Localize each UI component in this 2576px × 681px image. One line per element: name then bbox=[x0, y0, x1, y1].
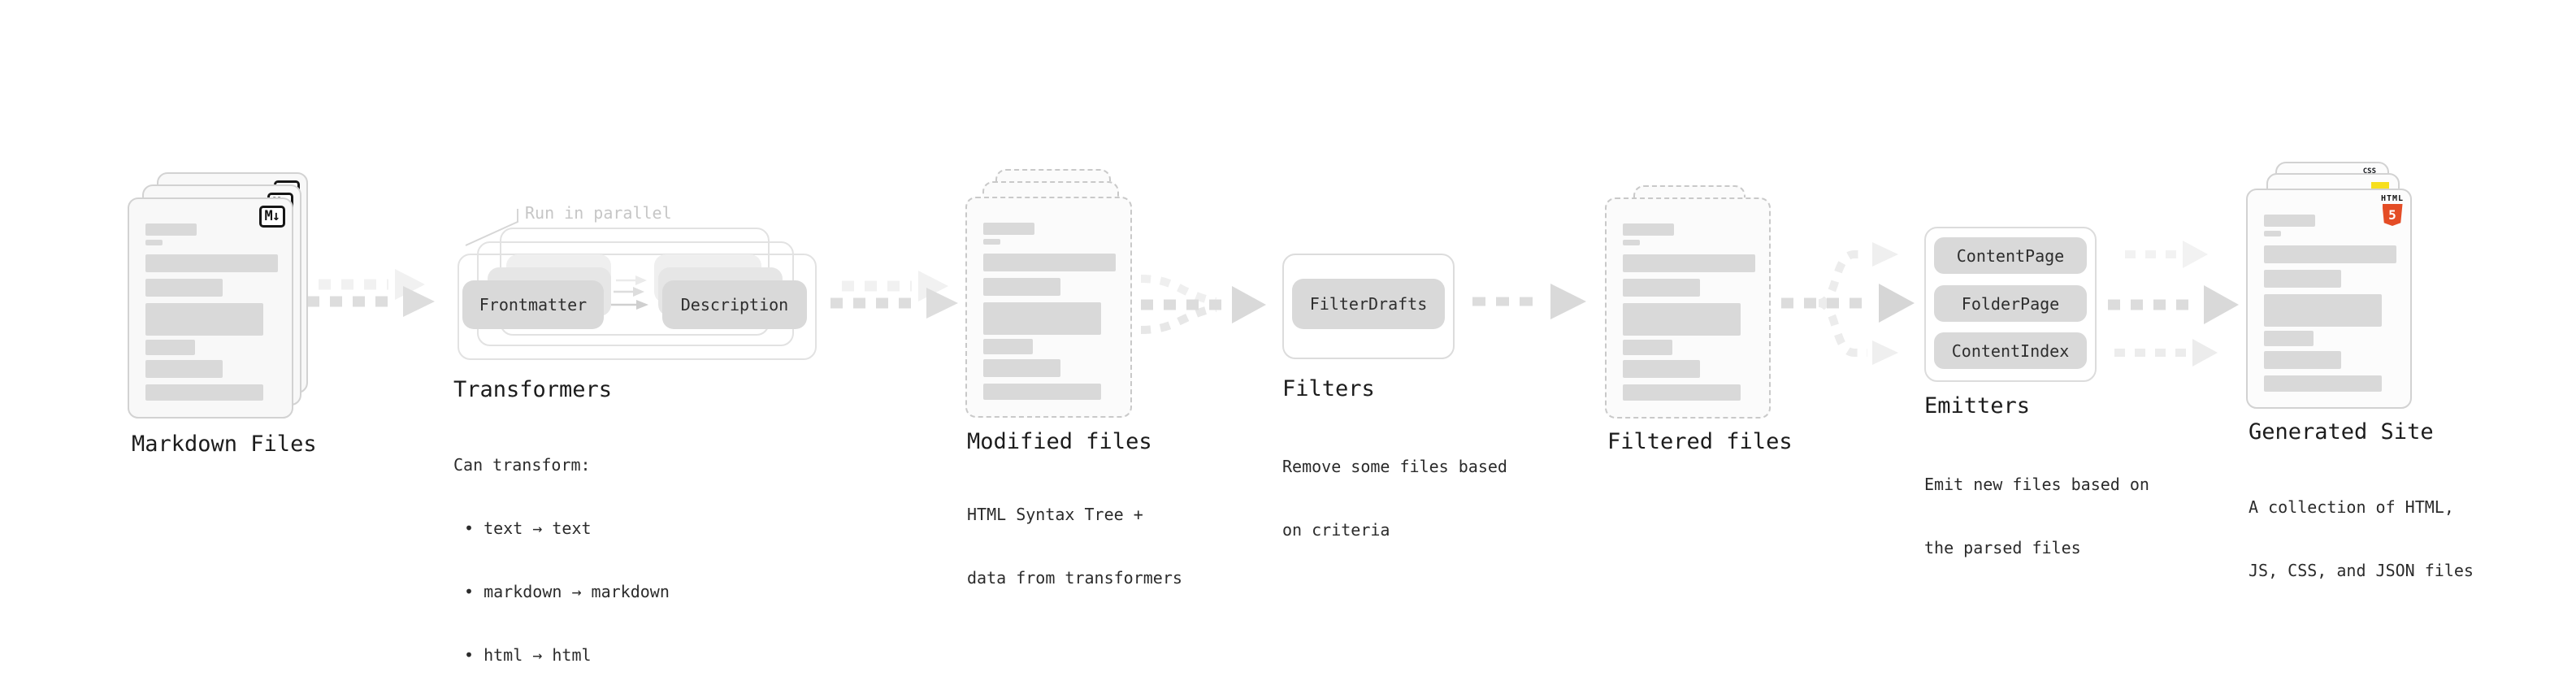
placeholder-bar bbox=[2264, 215, 2315, 227]
contentindex-pill-label: ContentIndex bbox=[1951, 340, 2070, 361]
placeholder-bar bbox=[1623, 223, 1674, 236]
placeholder-bar bbox=[983, 254, 1116, 271]
filters-subtitle: Remove some files based on criteria bbox=[1282, 414, 1507, 583]
placeholder-bar bbox=[2264, 294, 2382, 327]
frontmatter-pill-label: Frontmatter bbox=[479, 295, 588, 314]
placeholder-bar bbox=[2264, 270, 2341, 288]
placeholder-bar bbox=[2264, 331, 2314, 346]
stage-title-emitters: Emitters bbox=[1924, 393, 2031, 419]
stage-title-filters: Filters bbox=[1282, 376, 1375, 401]
stage-title-transformers: Transformers bbox=[453, 377, 613, 402]
placeholder-bar bbox=[2264, 245, 2396, 263]
placeholder-bar bbox=[145, 254, 278, 272]
doc-placeholder-lines bbox=[983, 223, 1116, 400]
modified-files-subtitle: HTML Syntax Tree + data from transformer… bbox=[967, 462, 1182, 631]
placeholder-bar bbox=[983, 239, 1000, 245]
subtitle-line: JS, CSS, and JSON files bbox=[2249, 561, 2474, 580]
filterdrafts-pill: FilterDrafts bbox=[1292, 279, 1445, 329]
site-file-card-html: HTML 5 bbox=[2246, 189, 2412, 409]
placeholder-bar bbox=[2264, 351, 2341, 369]
subtitle-line: Emit new files based on bbox=[1924, 475, 2149, 494]
placeholder-bar bbox=[983, 339, 1033, 354]
stage-title-modified-files: Modified files bbox=[967, 429, 1152, 454]
doc-placeholder-lines bbox=[2264, 215, 2396, 392]
arrow-markdown-to-transformers bbox=[307, 269, 435, 317]
placeholder-bar bbox=[983, 302, 1101, 335]
placeholder-bar bbox=[145, 360, 223, 378]
folderpage-pill-label: FolderPage bbox=[1961, 293, 2060, 314]
subtitle-line: data from transformers bbox=[967, 568, 1182, 588]
placeholder-bar bbox=[145, 223, 197, 236]
html5-number: 5 bbox=[2388, 206, 2396, 223]
filtered-file-card-front bbox=[1605, 197, 1771, 419]
doc-placeholder-lines bbox=[1623, 223, 1755, 401]
placeholder-bar bbox=[1623, 384, 1741, 401]
generated-site-subtitle: A collection of HTML, JS, CSS, and JSON … bbox=[2249, 454, 2474, 623]
html5-icon: HTML 5 bbox=[2381, 195, 2404, 226]
subtitle-line: the parsed files bbox=[1924, 538, 2081, 557]
placeholder-bar bbox=[145, 384, 263, 401]
html5-shield: 5 bbox=[2382, 204, 2403, 226]
doc-placeholder-lines bbox=[145, 223, 278, 401]
placeholder-bar bbox=[145, 340, 195, 355]
bullet-line: • html → html bbox=[464, 645, 592, 665]
emitters-subtitle: Emit new files based on the parsed files bbox=[1924, 432, 2149, 601]
placeholder-bar bbox=[145, 303, 263, 336]
markdown-file-card-front: M↓ bbox=[128, 197, 293, 419]
run-in-parallel-note: Run in parallel bbox=[525, 203, 672, 223]
subtitle-line: on criteria bbox=[1282, 520, 1390, 540]
placeholder-bar bbox=[983, 359, 1060, 377]
stage-title-markdown-files: Markdown Files bbox=[132, 432, 317, 457]
arrows-emitters-to-site bbox=[2108, 241, 2239, 367]
transformer-frame-front bbox=[458, 254, 817, 360]
stage-title-filtered-files: Filtered files bbox=[1607, 429, 1793, 454]
caption-line: Can transform: bbox=[453, 455, 591, 475]
js-icon bbox=[2371, 182, 2389, 189]
placeholder-bar bbox=[1623, 340, 1672, 355]
contentpage-pill-label: ContentPage bbox=[1956, 245, 2065, 266]
placeholder-bar bbox=[1623, 254, 1755, 272]
markdown-icon: M↓ bbox=[258, 206, 285, 228]
placeholder-bar bbox=[983, 278, 1060, 296]
placeholder-bar bbox=[2264, 375, 2382, 392]
subtitle-line: HTML Syntax Tree + bbox=[967, 505, 1143, 524]
contentindex-pill: ContentIndex bbox=[1934, 332, 2087, 369]
placeholder-bar bbox=[2264, 231, 2281, 236]
html5-word: HTML bbox=[2381, 194, 2405, 203]
frontmatter-pill: Frontmatter bbox=[462, 280, 604, 329]
placeholder-bar bbox=[1623, 303, 1741, 336]
bullet-line: • markdown → markdown bbox=[464, 582, 670, 601]
subtitle-line: A collection of HTML, bbox=[2249, 497, 2454, 517]
filterdrafts-pill-label: FilterDrafts bbox=[1309, 294, 1428, 314]
arrow-fanout-to-emitters bbox=[1781, 242, 1915, 365]
description-pill: Description bbox=[662, 280, 807, 329]
description-pill-label: Description bbox=[680, 295, 789, 314]
stage-title-generated-site: Generated Site bbox=[2249, 419, 2434, 445]
transformers-caption: Can transform: • text → text • markdown … bbox=[453, 412, 670, 681]
folderpage-pill: FolderPage bbox=[1934, 285, 2087, 322]
placeholder-bar bbox=[1623, 360, 1700, 378]
subtitle-line: Remove some files based bbox=[1282, 457, 1507, 476]
placeholder-bar bbox=[983, 223, 1034, 235]
modified-file-card-front bbox=[965, 197, 1132, 418]
arrow-filters-to-filtered bbox=[1472, 284, 1586, 319]
arrow-merge-to-filters bbox=[1140, 275, 1266, 334]
placeholder-bar bbox=[145, 240, 163, 245]
bullet-line: • text → text bbox=[464, 518, 592, 538]
placeholder-bar bbox=[983, 384, 1101, 400]
contentpage-pill: ContentPage bbox=[1934, 237, 2087, 274]
placeholder-bar bbox=[1623, 240, 1640, 245]
placeholder-bar bbox=[145, 279, 223, 297]
placeholder-bar bbox=[1623, 279, 1700, 297]
arrow-transformers-to-modified bbox=[830, 271, 958, 319]
